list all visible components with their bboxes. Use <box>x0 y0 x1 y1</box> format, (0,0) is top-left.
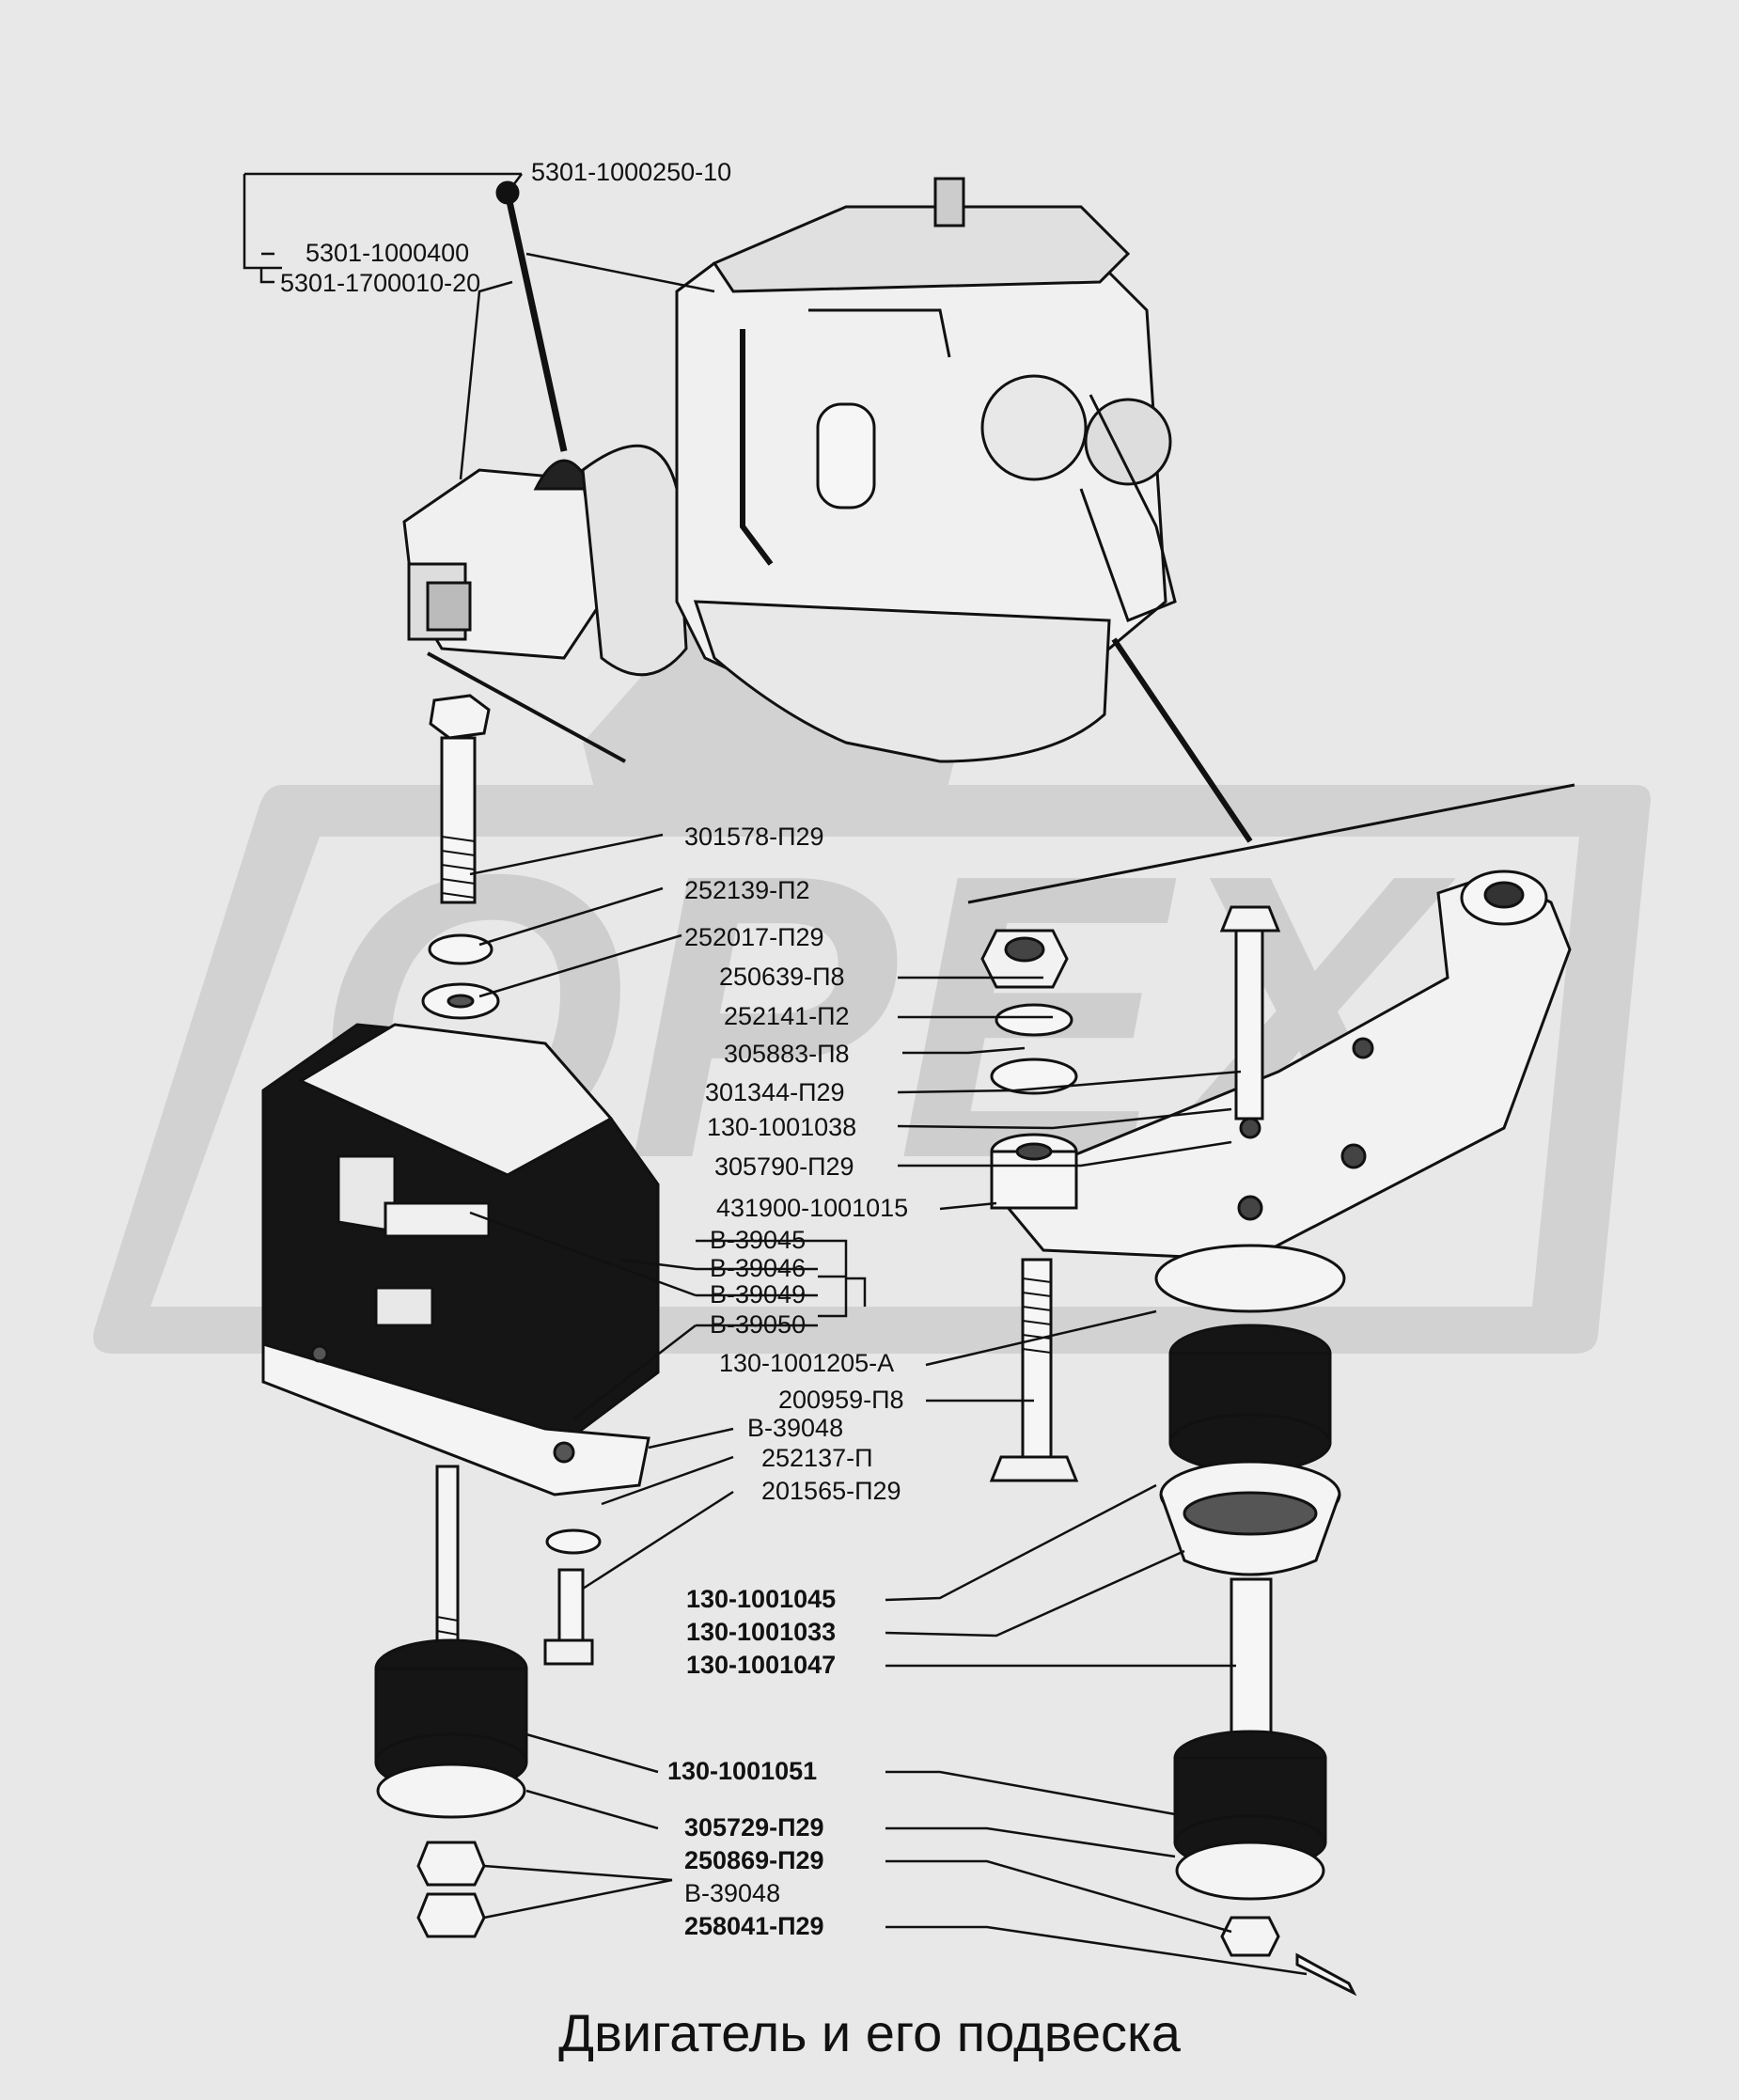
label-252017-p29: 252017-П29 <box>684 923 824 951</box>
label-305729-p29: 305729-П29 <box>684 1813 824 1841</box>
left-lower-washer <box>376 1763 526 1819</box>
label-301344-p29: 301344-П29 <box>705 1078 845 1106</box>
label-130-1001205-a: 130-1001205-А <box>719 1349 895 1377</box>
generator <box>980 374 1088 481</box>
right-lower-washer <box>1175 1841 1325 1901</box>
watermark-frame <box>93 785 1652 1354</box>
right-cup-top <box>1154 1244 1346 1313</box>
label-130-1001051: 130-1001051 <box>667 1757 818 1785</box>
label-201565-p29: 201565-П29 <box>761 1477 901 1505</box>
cotter-pin <box>1295 1952 1357 1997</box>
label-b-39045: В-39045 <box>710 1226 807 1254</box>
label-5301-1700010-20: 5301-1700010-20 <box>280 269 481 297</box>
label-200959-p8: 200959-П8 <box>778 1386 904 1414</box>
gear-lever <box>504 192 568 452</box>
label-252137-p: 252137-П <box>761 1444 873 1472</box>
bell-housing <box>581 444 688 677</box>
label-130-1001038: 130-1001038 <box>707 1113 857 1141</box>
label-258041-p29: 258041-П29 <box>684 1912 824 1940</box>
left-small-bolt <box>557 1568 585 1642</box>
left-small-bolt-head <box>543 1638 594 1666</box>
left-base-plate <box>261 1341 650 1497</box>
right-lock-washer <box>995 1003 1073 1037</box>
right-lower-bolt-head <box>989 1455 1079 1482</box>
right-spacer <box>990 1150 1078 1210</box>
label-305790-p29: 305790-П29 <box>714 1152 854 1181</box>
left-cushion-top <box>297 1023 614 1177</box>
label-250639-p8: 250639-П8 <box>719 963 845 991</box>
label-252141-p2: 252141-П2 <box>724 1002 850 1030</box>
left-top-bolt-shank <box>440 736 477 904</box>
label-b-39048-upper: В-39048 <box>747 1414 844 1442</box>
diagram-caption: Двигатель и его подвеска <box>558 2003 1181 2062</box>
label-130-1001033: 130-1001033 <box>686 1618 837 1646</box>
label-130-1001047: 130-1001047 <box>686 1651 837 1679</box>
leader-lines <box>243 172 1308 1976</box>
left-cushion-slot <box>384 1201 491 1238</box>
left-lock-washer <box>428 933 494 965</box>
left-nut-1 <box>416 1841 486 1887</box>
left-top-bolt-thread <box>441 836 476 899</box>
right-flat-washer <box>990 1058 1078 1095</box>
fuel-line <box>808 308 951 358</box>
oil-filter <box>816 402 876 509</box>
arrow-left-mount <box>427 651 626 763</box>
oil-pan <box>693 600 1111 763</box>
oil-tube <box>740 329 774 566</box>
drive-belt <box>1079 394 1177 622</box>
label-250869-p29: 250869-П29 <box>684 1846 824 1874</box>
oil-filler <box>933 177 965 227</box>
engine-assembly <box>402 177 1575 904</box>
label-252139-p2: 252139-П2 <box>684 876 810 904</box>
label-b-39048-lower: В-39048 <box>684 1879 781 1907</box>
label-305883-p8: 305883-П8 <box>724 1040 850 1068</box>
arrow-right-mount <box>1111 637 1253 843</box>
left-top-bolt-head <box>429 694 491 740</box>
label-b-39050: В-39050 <box>710 1310 807 1339</box>
right-lower-bolt <box>1021 1258 1053 1459</box>
label-5301-1000250-10: 5301-1000250-10 <box>531 158 732 186</box>
label-b-39046: В-39046 <box>710 1254 807 1282</box>
right-long-line <box>967 783 1575 904</box>
label-431900-1001015: 431900-1001015 <box>716 1194 909 1222</box>
right-mount <box>980 870 1572 1997</box>
left-mount <box>261 694 660 1938</box>
left-small-washer <box>545 1528 602 1555</box>
left-nut-2 <box>416 1892 486 1938</box>
right-castle-nut <box>1220 1916 1280 1957</box>
label-b-39049: В-39049 <box>710 1280 807 1309</box>
label-5301-1000400: 5301-1000400 <box>306 239 470 267</box>
label-301578-p29: 301578-П29 <box>684 823 824 851</box>
valve-cover <box>712 205 1131 293</box>
left-cushion-slot2 <box>374 1286 434 1327</box>
right-top-bolt-shank <box>1234 929 1264 1121</box>
right-top-bolt-head <box>1219 905 1281 932</box>
label-130-1001045: 130-1001045 <box>686 1585 837 1613</box>
gearbox-flange <box>426 581 472 632</box>
fan-pulley <box>1084 398 1172 486</box>
